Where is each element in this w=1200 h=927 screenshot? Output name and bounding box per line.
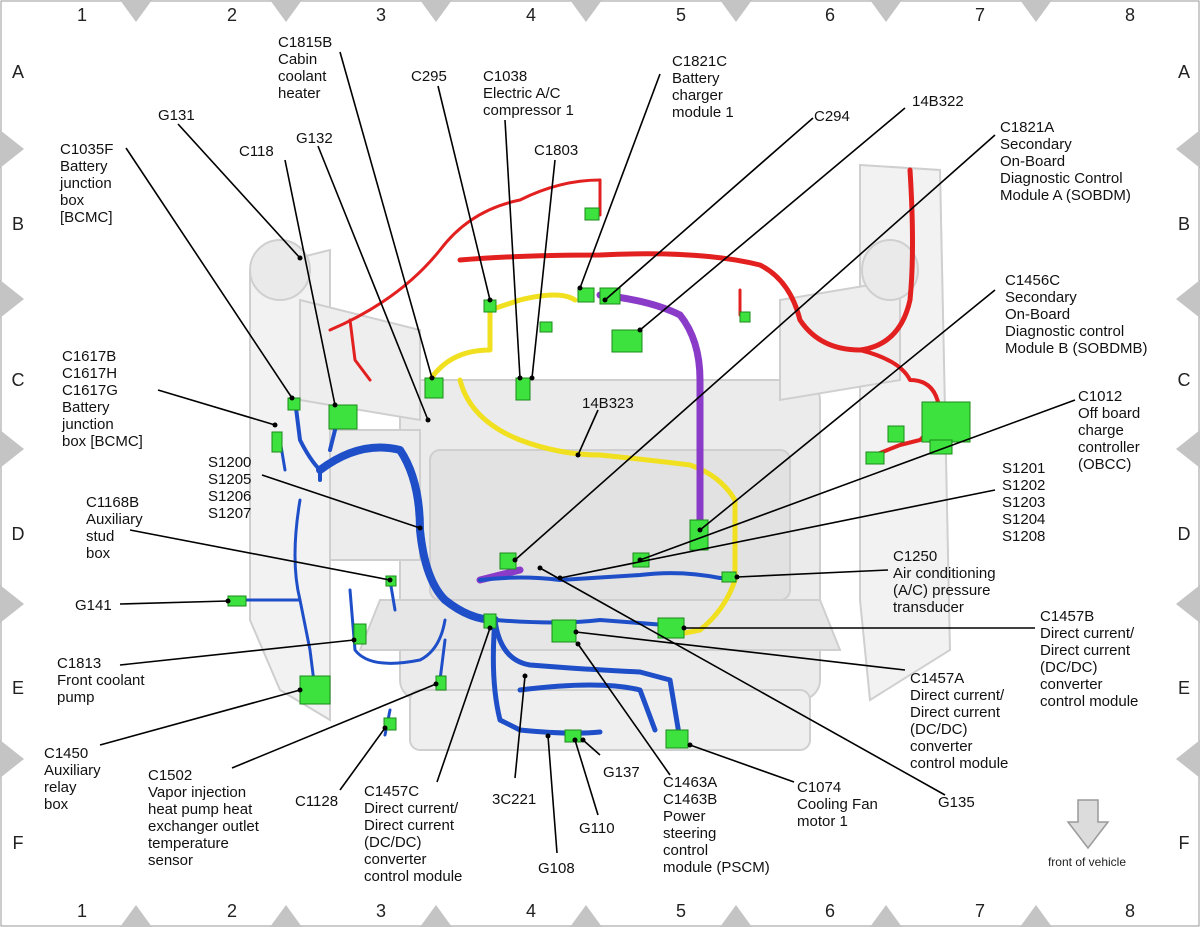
grid-col-5-bottom: 5 [676,901,686,921]
leader-lines [99,51,1076,854]
label-c118: C118 [239,143,274,160]
front-of-vehicle-label: front of vehicle [1048,855,1126,869]
label-c1803: C1803 [534,142,578,159]
grid-row-labels-right: A B C D E F [1178,62,1191,853]
grid-col-1: 1 [77,5,87,25]
connector-c1813 [353,623,367,645]
grid-row-d: D [12,524,25,544]
grid-row-b: B [12,214,24,234]
label-c1463: C1463A C1463B Power steering control mod… [663,774,770,876]
label-g108: G108 [538,860,575,877]
grid-col-2-bottom: 2 [227,901,237,921]
connector-c1463 [665,729,689,749]
connector-c1457a [551,619,577,643]
grid-col-7-bottom: 7 [975,901,985,921]
label-c1457b: C1457B Direct current/ Direct current (D… [1040,608,1138,710]
front-arrow-icon [1066,799,1110,850]
front-of-vehicle-indicator: front of vehicle [1048,799,1126,869]
label-c1457a: C1457A Direct current/ Direct current (D… [910,670,1008,772]
connector-c1815b [424,377,444,399]
label-c294: C294 [814,108,850,125]
grid-row-labels-left: A B C D E F [12,62,25,853]
grid-row-c-right: C [1178,370,1191,390]
grid-row-e-right: E [1178,678,1190,698]
grid-row-a-right: A [1178,62,1190,82]
connector-c1456c [921,401,971,443]
connector-obcc-aux [865,451,885,465]
label-c1457c: C1457C Direct current/ Direct current (D… [364,783,462,885]
connector-c1617 [271,431,283,453]
label-c1074: C1074 Cooling Fan motor 1 [797,779,882,830]
label-c1821c: C1821C Battery charger module 1 [672,53,734,121]
connector-c1038 [515,377,531,401]
grid-col-8: 8 [1125,5,1135,25]
label-g131: G131 [158,107,195,124]
connector-c1456c-aux [887,425,905,443]
grid-row-c: C [12,370,25,390]
connector-c1821c [577,287,595,303]
grid-row-a: A [12,62,24,82]
connector-red-branch [539,321,553,333]
grid-col-1-bottom: 1 [77,901,87,921]
label-c1502: C1502 Vapor injection heat pump heat exc… [148,767,263,869]
callout-labels: C1815B Cabin coolant heater C295 C1038 E… [44,34,1148,885]
grid-row-f: F [13,833,24,853]
grid-col-3-bottom: 3 [376,901,386,921]
harness-red [328,167,942,457]
label-3c221: 3C221 [492,791,536,808]
label-g110: G110 [579,820,615,837]
harness-blue [238,398,737,743]
connector-c1250 [721,571,737,583]
grid-col-3: 3 [376,5,386,25]
connectors [227,207,971,749]
connector-c1803 [584,207,600,221]
grid-column-labels-top: 1 2 3 4 5 6 7 8 [77,5,1135,25]
connector-c118 [328,404,358,430]
grid-row-b-right: B [1178,214,1190,234]
label-14b323: 14B323 [582,395,634,412]
label-c1250: C1250 Air conditioning (A/C) pressure tr… [893,548,1000,616]
connector-c1457b [657,617,685,639]
grid-row-e: E [12,678,24,698]
connector-red-branch-2 [739,311,751,323]
grid-col-2: 2 [227,5,237,25]
label-c1821a: C1821A Secondary On-Board Diagnostic Con… [1000,119,1131,204]
connector-s1201 [689,519,709,551]
grid-col-7: 7 [975,5,985,25]
grid-col-8-bottom: 8 [1125,901,1135,921]
grid-col-6-bottom: 6 [825,901,835,921]
label-c1168b: C1168B Auxiliary stud box [86,494,147,562]
label-g132: G132 [296,130,333,147]
leader-arrowheads [225,255,740,748]
label-c295: C295 [411,68,447,85]
grid-row-d-right: D [1178,524,1191,544]
label-g137: G137 [603,764,640,781]
grid-col-4: 4 [526,5,536,25]
grid-row-f-right: F [1179,833,1190,853]
label-c1128: C1128 [295,793,338,810]
label-c1035f: C1035F Battery junction box [BCMC] [59,141,118,226]
label-s1200: S1200 S1205 S1206 S1207 [208,454,256,522]
label-c1038: C1038 Electric A/C compressor 1 [483,68,574,119]
label-c1456c: C1456C Secondary On-Board Diagnostic con… [1005,272,1148,357]
label-g135: G135 [938,794,975,811]
label-c1012: C1012 Off board charge controller (OBCC) [1078,388,1144,473]
grid-column-labels-bottom: 1 2 3 4 5 6 7 8 [77,901,1135,921]
grid-col-5: 5 [676,5,686,25]
connector-c1821a [611,329,643,353]
label-g141: G141 [75,597,112,614]
label-s1201: S1201 S1202 S1203 S1204 S1208 [1002,460,1050,545]
grid-col-4-bottom: 4 [526,901,536,921]
label-c1617: C1617B C1617H C1617G Battery junction bo… [61,348,143,450]
connector-c1450 [299,675,331,705]
connector-c1035f [287,397,301,411]
grid-col-6: 6 [825,5,835,25]
label-c1815b: C1815B Cabin coolant heater [278,34,336,102]
connector-g141 [227,595,247,607]
label-c1813: C1813 Front coolant pump [57,655,149,706]
label-14b322: 14B322 [912,93,964,110]
label-c1450: C1450 Auxiliary relay box [44,745,105,813]
